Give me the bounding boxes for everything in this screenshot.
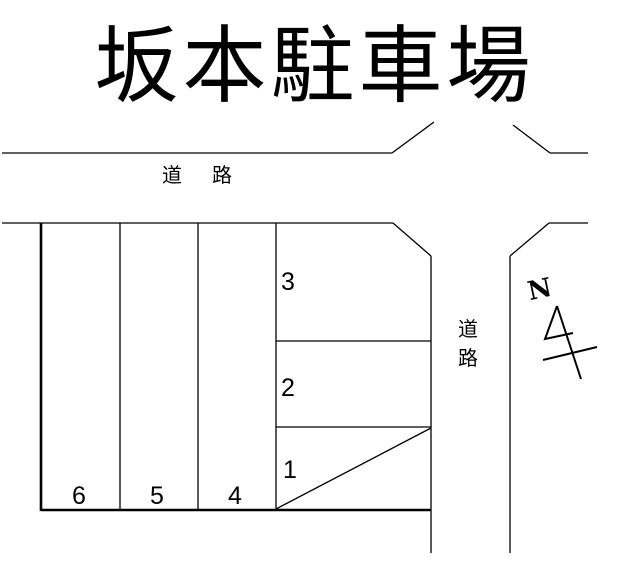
road-corner-lot — [392, 222, 432, 257]
road-label-vertical-char-2: 路 — [458, 346, 478, 370]
road-label-horizontal: 道路 — [162, 163, 262, 187]
slot-number-5: 5 — [150, 482, 164, 510]
road-corner-se — [509, 222, 550, 257]
road-corner-ne-left — [391, 121, 435, 154]
road-label-vertical-char-1: 道 — [458, 317, 478, 341]
road-label-vertical: 道 路 — [458, 315, 482, 373]
north-arrow-icon — [542, 305, 598, 380]
slot-number-2: 2 — [281, 374, 295, 402]
slot-1-diagonal — [275, 427, 432, 510]
slot-number-1: 1 — [283, 456, 297, 484]
slot-number-6: 6 — [72, 482, 86, 510]
page-title: 坂本駐車場 — [94, 17, 535, 115]
slot-number-3: 3 — [281, 268, 295, 296]
road-corner-ne-right — [512, 124, 551, 154]
slot-number-4: 4 — [228, 482, 242, 510]
